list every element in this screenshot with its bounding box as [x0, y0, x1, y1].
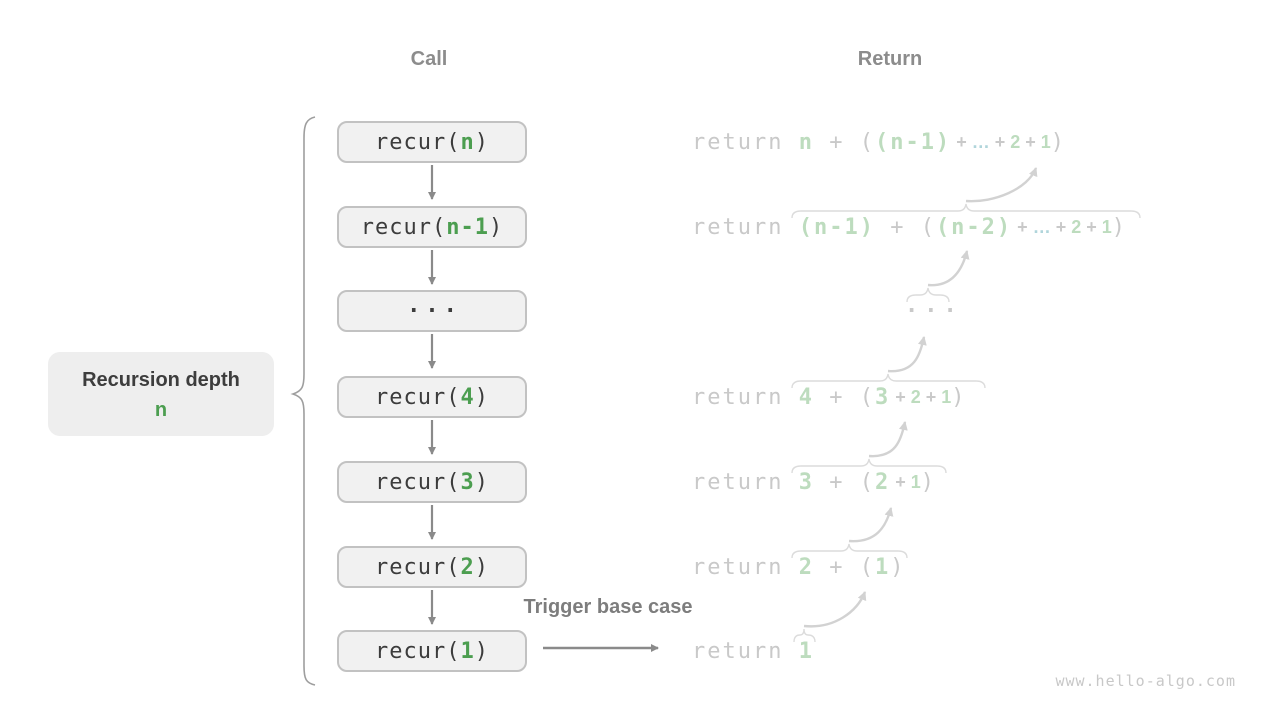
call-stack-frame-ellipsis: ··· — [337, 290, 527, 332]
return-overbrace — [793, 628, 816, 643]
column-header-return: Return — [857, 48, 923, 70]
column-header-call: Call — [410, 48, 448, 70]
return-expression-ellipsis: ··· — [905, 298, 963, 324]
recursion-depth-brace — [290, 116, 316, 686]
return-expression-2: return 2 + (1) — [692, 554, 906, 580]
return-arrow — [848, 507, 894, 543]
return-overbrace — [791, 373, 986, 389]
call-stack-frame-recur-n-1: recur(n-1) — [337, 206, 527, 248]
return-overbrace — [791, 203, 1141, 219]
recursion-depth-value: n — [154, 398, 168, 421]
call-stack-frame-recur-n: recur(n) — [337, 121, 527, 163]
recursion-depth-title: Recursion depth — [82, 368, 240, 391]
call-stack-frame-recur-3: recur(3) — [337, 461, 527, 503]
return-expression-n: return n + ((n-1) + … + 2 + 1) — [692, 129, 1067, 155]
return-expression-4: return 4 + (3 + 2 + 1) — [692, 384, 967, 410]
call-stack-frame-recur-1: recur(1) — [337, 630, 527, 672]
trigger-base-case-label: Trigger base case — [523, 596, 693, 618]
return-expression-3: return 3 + (2 + 1) — [692, 469, 936, 495]
return-overbrace — [791, 543, 908, 559]
return-arrow — [868, 421, 908, 458]
call-stack-frame-recur-2: recur(2) — [337, 546, 527, 588]
return-arrow — [803, 591, 867, 628]
call-stack-frame-recur-4: recur(4) — [337, 376, 527, 418]
recursion-depth-label: Recursion depth n — [48, 352, 274, 436]
return-expression-n-1: return (n-1) + ((n-2) + … + 2 + 1) — [692, 214, 1127, 240]
return-arrow — [965, 167, 1038, 203]
return-arrow — [927, 250, 970, 287]
return-arrow — [887, 336, 927, 373]
return-overbrace — [791, 458, 947, 474]
return-expression-1: return 1 — [692, 638, 814, 664]
watermark: www.hello-algo.com — [1055, 672, 1236, 690]
return-overbrace — [906, 287, 950, 303]
